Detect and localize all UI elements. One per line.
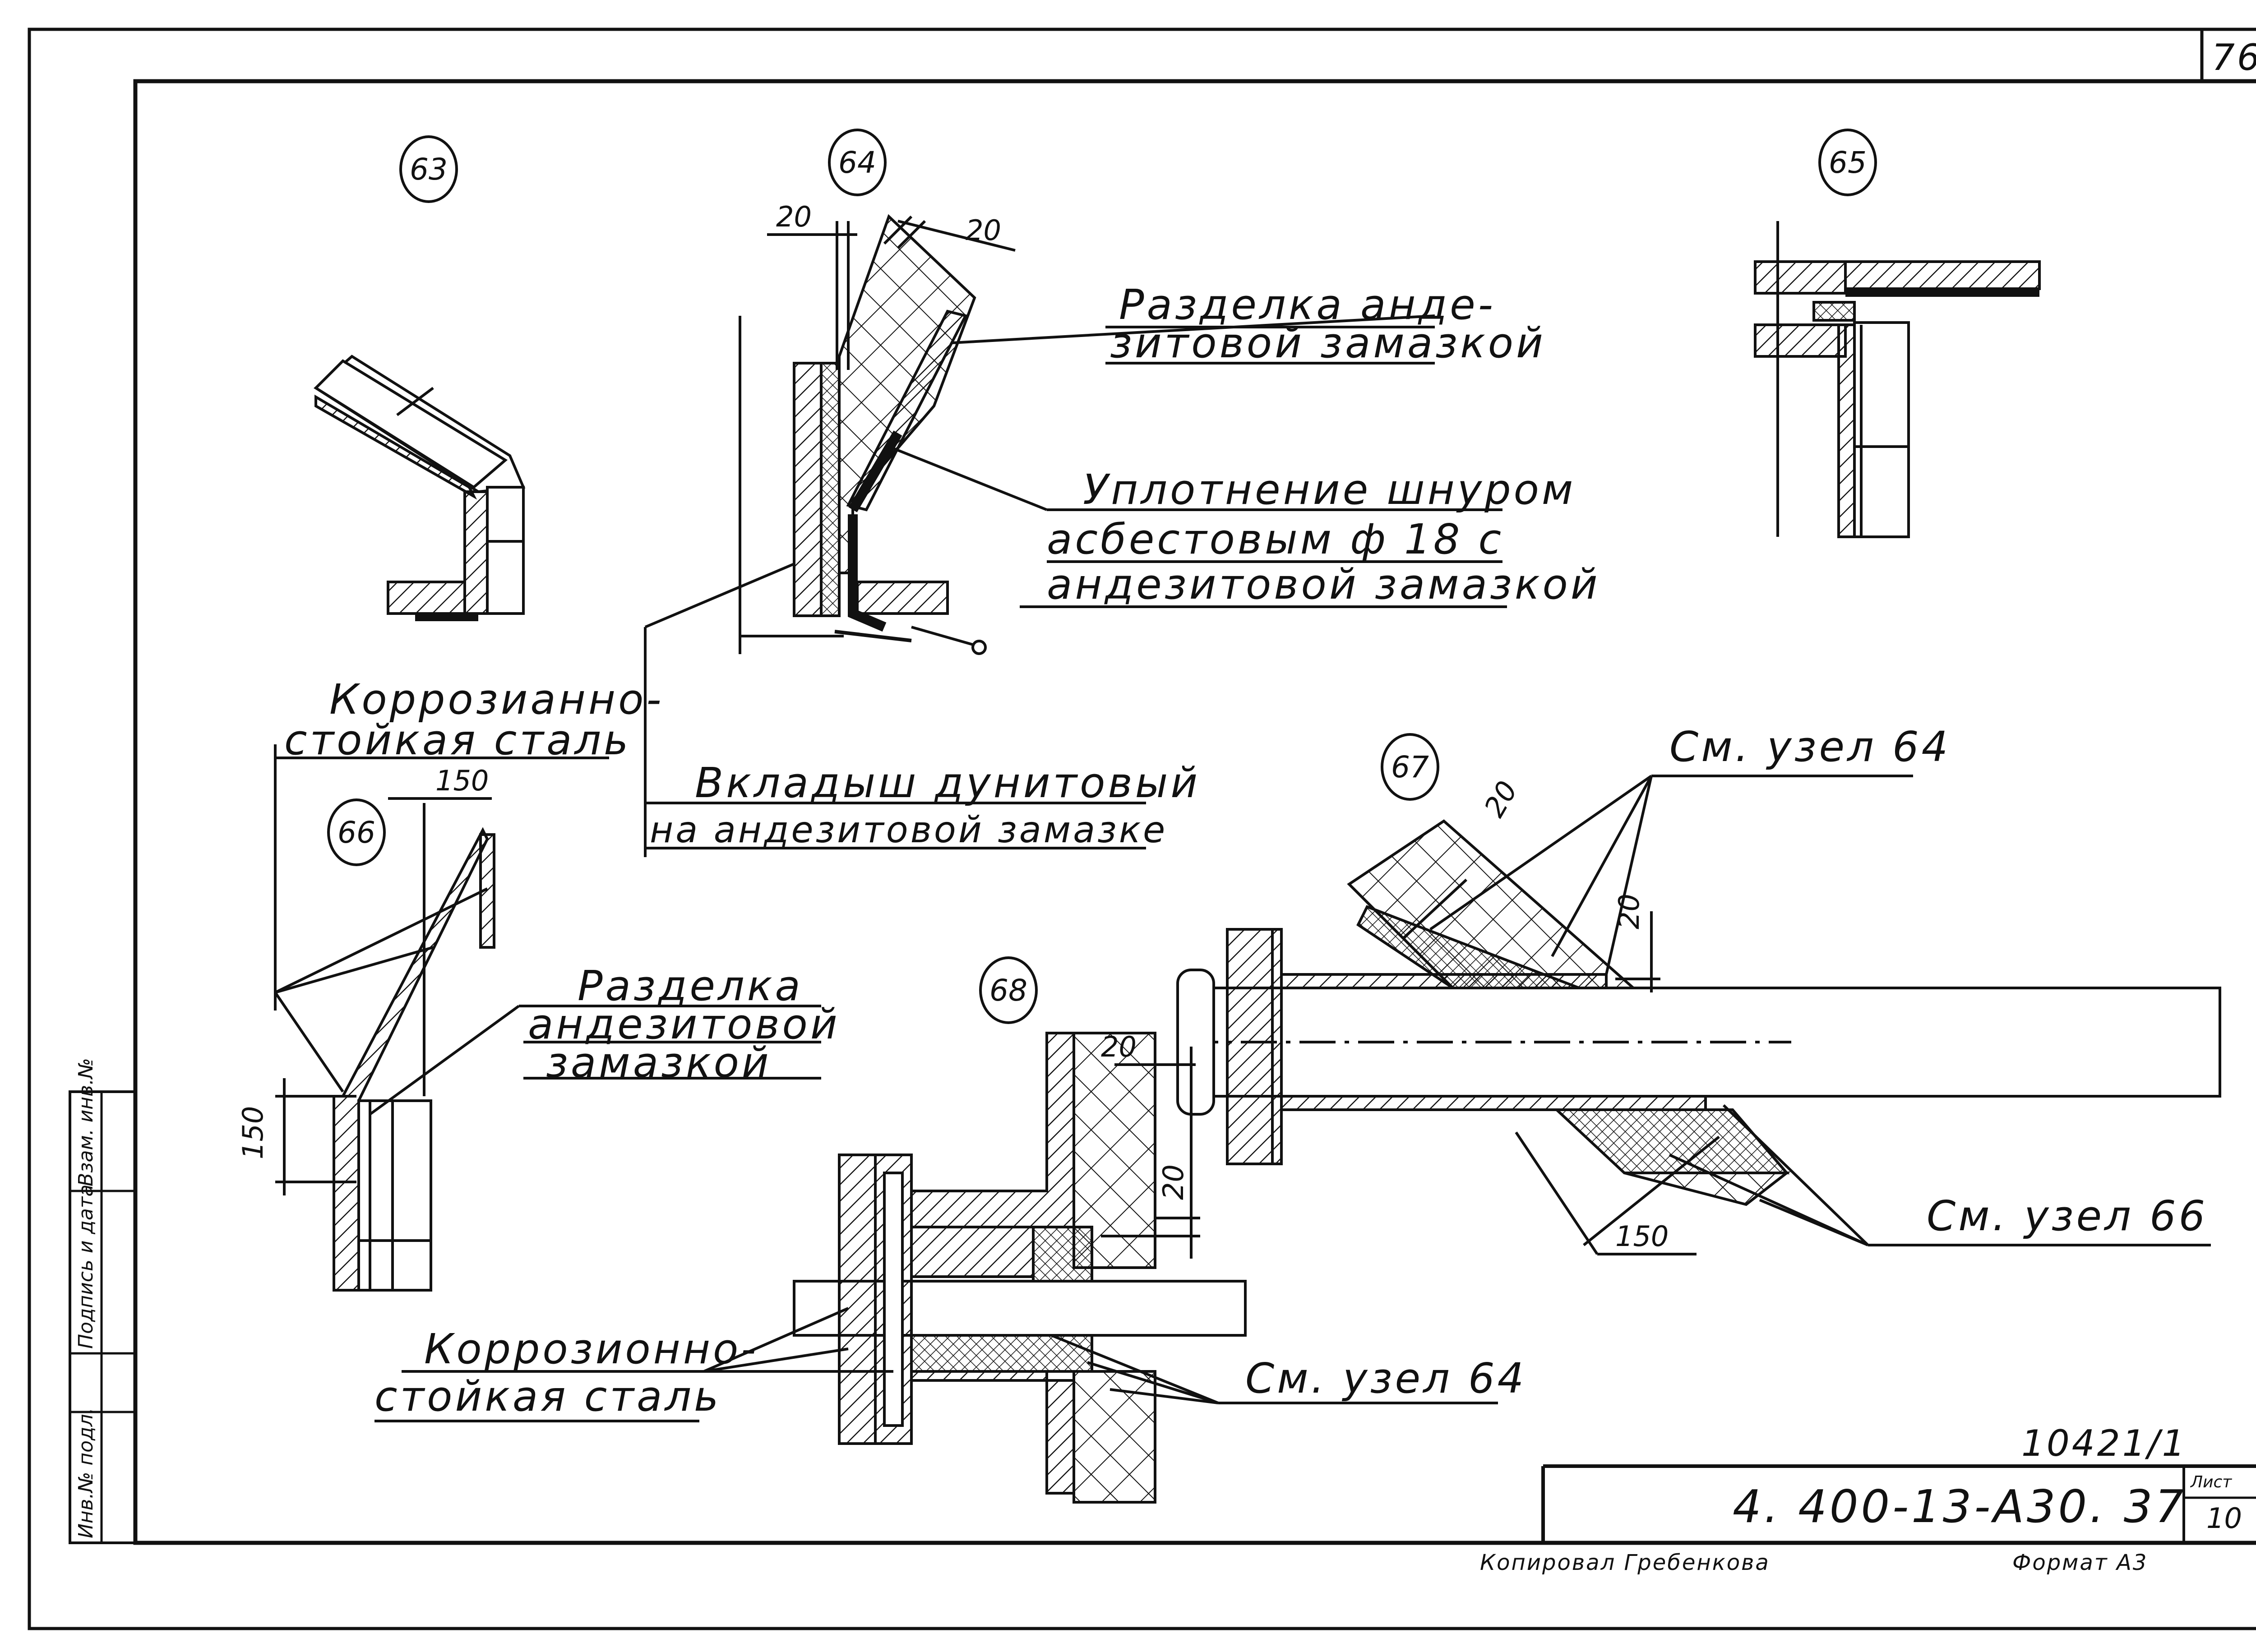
side-stamp-signature-date: Подпись и дата xyxy=(74,1184,97,1349)
sheet-frame xyxy=(28,28,2256,1630)
node64-callout-2-line-1: Уплотнение шнуром xyxy=(1083,466,1576,514)
node-circle-63: 63 xyxy=(399,135,458,203)
node66-callout-line-3: замазкой xyxy=(546,1038,772,1087)
node66-dim-top: 150 xyxy=(435,764,489,797)
node-circle-68: 68 xyxy=(979,956,1038,1024)
node67-ref-bottom: См. узел 66 xyxy=(1927,1192,2208,1240)
node68-dim-20-b: 20 xyxy=(1157,1164,1190,1200)
node-64-drawing xyxy=(644,214,1507,655)
title-sheet-no: 10 xyxy=(2206,1502,2242,1535)
node66-steel-callout-line-2: стойкая сталь xyxy=(284,716,631,764)
node67-dim-20-b: 20 xyxy=(1613,894,1646,929)
node64-callout-1-line-2: зитовой замазкой xyxy=(1110,319,1546,367)
node66-steel-callout-line-1: Коррозианно- xyxy=(329,675,664,724)
node-68-drawing xyxy=(374,1032,1498,1504)
node66-callout-line-1: Разделка xyxy=(578,962,803,1010)
node68-steel-callout-line-2: стойкая сталь xyxy=(374,1372,721,1421)
footer-copied-by: Копировал Гребенкова xyxy=(1480,1550,1770,1575)
node64-callout-2-line-3: андезитовой замазкой xyxy=(1047,560,1600,609)
node68-dim-20-a: 20 xyxy=(1101,1030,1137,1063)
node64-callout-2-line-2: асбестовым ф 18 с xyxy=(1047,515,1504,563)
sheet-corner-number: 76 xyxy=(2212,37,2256,78)
node-circle-65: 65 xyxy=(1818,129,1877,196)
node-67-drawing xyxy=(1176,775,2221,1255)
node-66-drawing xyxy=(274,627,1146,1292)
node68-ref: См. узел 64 xyxy=(1245,1354,1527,1403)
insert-callout-line-1: Вкладыш дунитовый xyxy=(695,759,1201,807)
node-circle-64: 64 xyxy=(828,129,887,196)
side-stamp-inv-no: Инв.№ подл. xyxy=(74,1407,97,1538)
insert-callout-line-2: на андезитовой замазке xyxy=(650,809,1168,851)
footer-format: Формат А3 xyxy=(2012,1550,2148,1575)
node67-ref-top: См. узел 64 xyxy=(1669,723,1951,771)
side-stamp-replaced-inv: Взам. инв.№ xyxy=(74,1058,97,1186)
title-sheet-label: Лист xyxy=(2191,1473,2232,1491)
node67-dim-150: 150 xyxy=(1615,1220,1669,1253)
title-order-no: 10421/1 xyxy=(2021,1422,2187,1464)
node64-dim-left: 20 xyxy=(776,200,812,233)
title-doc-code: 4. 400-13-А30. 37 xyxy=(1733,1480,2187,1533)
node66-dim-side: 150 xyxy=(236,1106,269,1159)
node68-steel-callout-line-1: Коррозионно- xyxy=(424,1325,759,1373)
node64-callout-1-line-1: Разделка анде- xyxy=(1119,281,1496,329)
node-circle-67: 67 xyxy=(1381,733,1439,801)
node-63-drawing xyxy=(314,355,526,621)
node66-callout-line-2: андезитовой xyxy=(528,1000,840,1048)
node-65-drawing xyxy=(1754,221,2041,538)
node-circle-66: 66 xyxy=(327,798,386,866)
node64-dim-right: 20 xyxy=(966,214,1001,247)
